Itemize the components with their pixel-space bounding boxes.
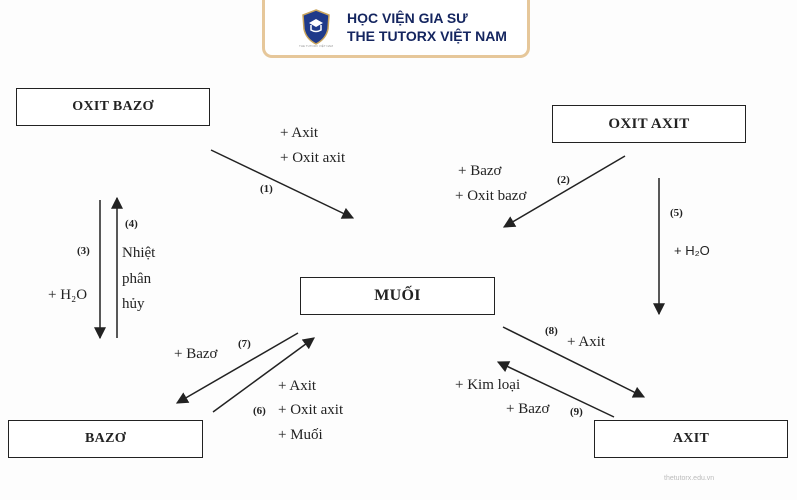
arrow-9 [496,361,615,418]
edge-2-number: (2) [557,174,570,186]
edge-7-label: + Bazơ [174,346,218,362]
edge-9-label-b: + Bazơ [506,401,550,417]
node-muoi: MUỐI [300,277,495,315]
brand-title: HỌC VIỆN GIA SƯ [347,10,468,26]
edge-6-label-c: + Muối [278,427,323,443]
edge-4-number: (4) [125,218,138,230]
edge-9-number: (9) [570,406,583,418]
edge-1-label-b: + Oxit axit [280,150,346,166]
arrow-8 [502,326,646,398]
watermark: thetutorx.edu.vn [664,475,715,482]
edge-3-label: + H₂O [48,287,88,303]
edge-9-label-a: + Kim loại [455,377,521,393]
edge-4-label-a: Nhiệt [122,245,156,261]
edge-7-number: (7) [238,338,251,350]
arrow-6 [212,337,315,413]
edge-2-label-a: + Bazơ [458,163,502,179]
edge-4-label-c: hủy [122,296,145,312]
node-oxit-bazo: OXIT BAZƠ [16,88,210,126]
arrow-7 [175,332,299,404]
shield-logo-icon [302,9,330,45]
node-oxit-axit: OXIT AXIT [552,105,746,143]
edge-6-number: (6) [253,405,266,417]
edge-6-label-b: + Oxit axit [278,402,344,418]
node-axit: AXIT [594,420,788,458]
arrow-1 [210,149,355,219]
logo-caption: THE TUTORX VIỆT NAM [298,44,333,48]
edge-8-label: + Axit [567,334,606,350]
edge-6-label-a: + Axit [278,378,317,394]
edge-4-label-b: phân [122,271,152,287]
arrow-2 [502,155,626,228]
edge-5-number: (5) [670,207,683,219]
edge-3-number: (3) [77,245,90,257]
edge-2-label-b: + Oxit bazơ [455,188,527,204]
node-bazo: BAZƠ [8,420,203,458]
edge-8-number: (8) [545,325,558,337]
header-banner: THE TUTORX VIỆT NAM HỌC VIỆN GIA SƯ THE … [262,0,530,58]
edge-1-label-a: + Axit [280,125,319,141]
edge-1-number: (1) [260,183,273,195]
edge-5-label: + H₂O [674,243,710,258]
brand-subtitle: THE TUTORX VIỆT NAM [347,28,507,44]
